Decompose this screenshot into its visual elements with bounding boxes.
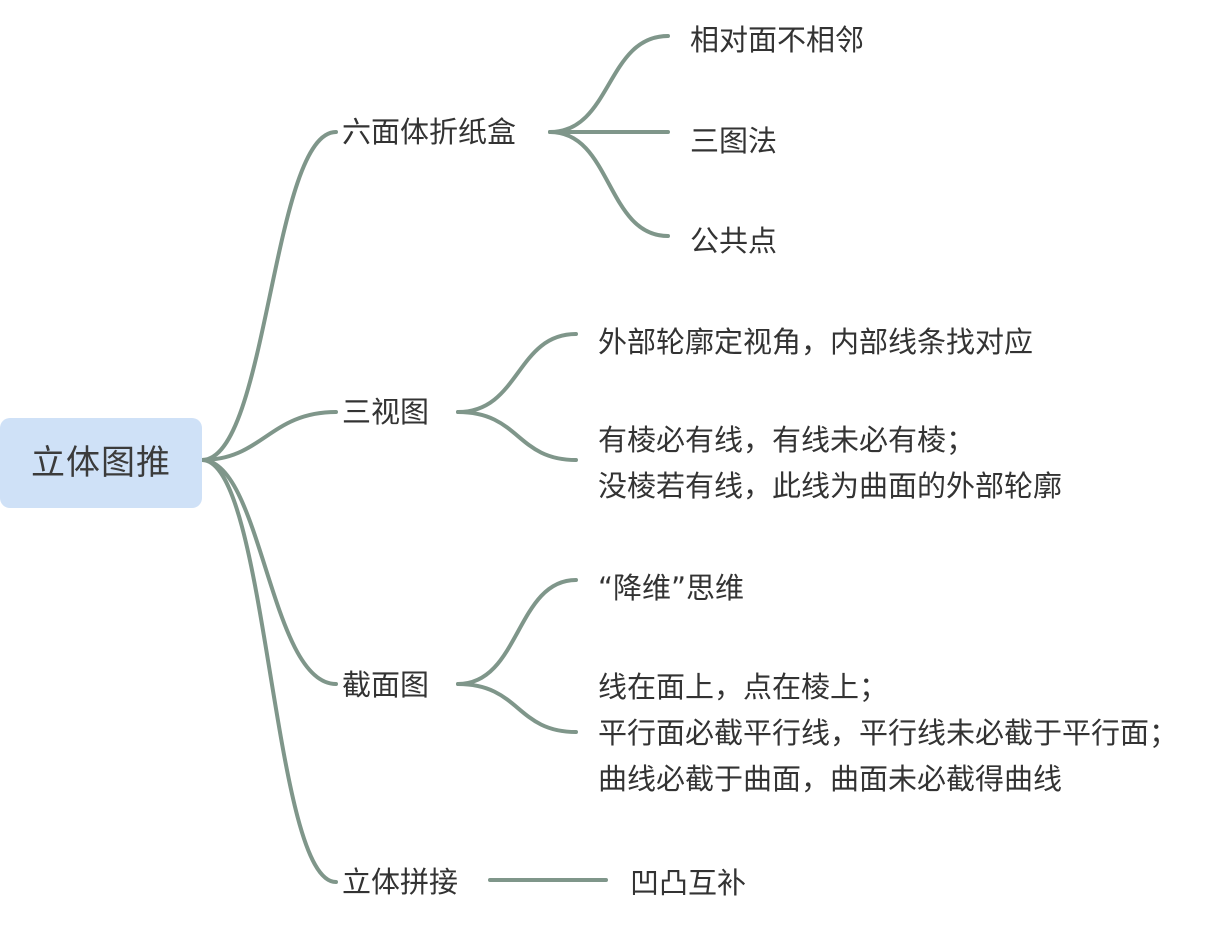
leaf-text-line: 公共点	[690, 224, 778, 258]
connector-root-to-branch-3	[200, 458, 338, 686]
connector-root-to-branch-4	[200, 458, 338, 884]
leaf-text-line: 有棱必有线，有线未必有棱；	[598, 423, 976, 457]
leaf-text-line: 线在面上，点在棱上；	[598, 670, 889, 704]
leaf-text-line: 没棱若有线，此线为曲面的外部轮廓	[598, 469, 1063, 503]
connector-branch-3-leaf-1	[456, 578, 578, 686]
leaf-text-line: 相对面不相邻	[690, 23, 865, 57]
leaf-text-line: “降维”思维	[598, 571, 745, 605]
connector-root-to-branch-1	[200, 130, 338, 462]
leaf-text-line: 平行面必截平行线，平行线未必截于平行面；	[598, 716, 1179, 750]
leaf-text-line: 凹凸互补	[630, 866, 747, 900]
leaf-topic[interactable]: 有棱必有线，有线未必有棱； 没棱若有线，此线为曲面的外部轮廓	[598, 417, 1062, 509]
leaf-topic[interactable]: 凹凸互补	[630, 860, 746, 906]
branch-topic-three-views[interactable]: 三视图	[342, 395, 430, 429]
leaf-topic[interactable]: 三图法	[690, 118, 777, 164]
leaf-topic[interactable]: 相对面不相邻	[690, 17, 864, 63]
leaf-topic[interactable]: 线在面上，点在棱上； 平行面必截平行线，平行线未必截于平行面； 曲线必截于曲面，…	[598, 664, 1178, 802]
connector-branch-3-leaf-2	[456, 682, 578, 734]
connector-branch-1-leaf-3	[548, 130, 670, 238]
root-topic[interactable]: 立体图推	[0, 418, 202, 508]
leaf-text-line: 三图法	[690, 124, 778, 158]
connector-branch-1-leaf-1	[548, 34, 670, 134]
branch-topic-solid-assembly[interactable]: 立体拼接	[342, 865, 459, 899]
leaf-topic[interactable]: 公共点	[690, 218, 777, 264]
connector-branch-2-leaf-2	[456, 410, 578, 462]
leaf-text-line: 外部轮廓定视角，内部线条找对应	[598, 325, 1034, 359]
branch-topic-section-view[interactable]: 截面图	[342, 668, 430, 702]
leaf-topic[interactable]: “降维”思维	[598, 565, 744, 611]
connector-branch-2-leaf-1	[456, 332, 578, 414]
branch-topic-hexahedron-box[interactable]: 六面体折纸盒	[342, 115, 517, 149]
leaf-topic[interactable]: 外部轮廓定视角，内部线条找对应	[598, 319, 1033, 365]
connector-root-to-branch-2	[200, 410, 338, 462]
leaf-text-line: 曲线必截于曲面，曲面未必截得曲线	[598, 762, 1063, 796]
